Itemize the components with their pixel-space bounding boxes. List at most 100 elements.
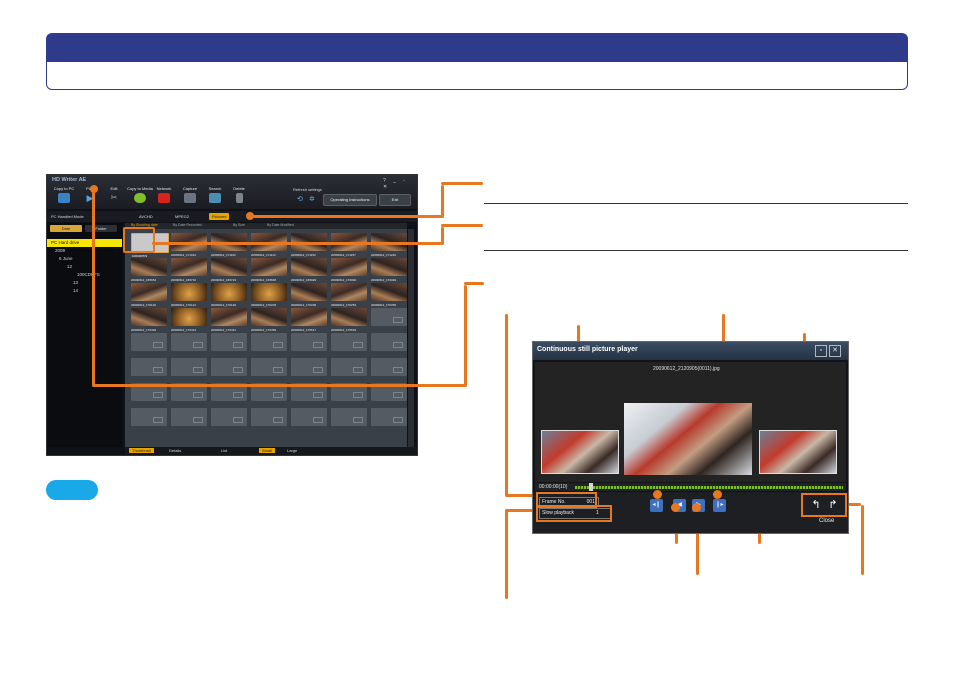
thumbnail[interactable]: 20090612_170359 (371, 283, 407, 307)
sort-by-date-modified[interactable]: By Date Modified (267, 223, 294, 227)
toolbar-network[interactable]: Network (151, 186, 177, 203)
timeline-slider-knob[interactable] (589, 483, 593, 491)
list-view-button[interactable]: List (221, 448, 228, 453)
date-button[interactable]: Date (50, 225, 82, 232)
window-controls[interactable]: ? _ ▫ ✕ (383, 178, 409, 190)
step-forward-button[interactable]: ❙▸ (713, 499, 726, 512)
rotate-left-button[interactable]: ↰ (809, 498, 823, 512)
thumbnail[interactable]: 20090612_170239 (291, 283, 327, 307)
thumbnail[interactable]: 20090612_165724 (211, 258, 247, 282)
thumbnail[interactable]: 20090612_170533 (331, 308, 367, 332)
rotate-right-icon: ↱ (828, 499, 838, 511)
thumbnail-view-button[interactable]: Thumbnail (129, 448, 154, 453)
divider (484, 203, 908, 204)
callout-line (505, 510, 508, 599)
close-icon[interactable]: ✕ (829, 345, 841, 357)
thumbnail-label: 20090612_165724 (211, 278, 237, 282)
thumbnail[interactable]: 20090612_165848 (251, 258, 287, 282)
thumbnail[interactable]: 20090612_170441 (211, 308, 247, 332)
slow-playback-value: 1 (596, 510, 599, 516)
thumbnail[interactable]: 20090612_170517 (291, 308, 327, 332)
toolbar-search[interactable]: Search (202, 186, 228, 203)
operating-instructions-button[interactable]: Operating Instructions (323, 194, 377, 206)
thumbnail[interactable]: 20090612_165654 (131, 258, 167, 282)
trash-icon (235, 193, 243, 203)
folder-button[interactable]: Folder (85, 225, 117, 232)
callout-line (92, 384, 466, 387)
tree-item-2009[interactable]: 2009 (55, 248, 66, 253)
rotate-right-button[interactable]: ↱ (826, 498, 840, 512)
tree-item-12[interactable]: 12 (67, 264, 73, 269)
details-view-button[interactable]: Details (169, 448, 182, 453)
thumbnail[interactable]: 20090612_165710 (171, 258, 207, 282)
toolbar-copy-to-pc[interactable]: Copy to PC (51, 186, 77, 203)
thumbnail[interactable]: 20090612_170102 (131, 283, 167, 307)
close-button[interactable]: Close (819, 518, 835, 524)
empty-thumbnail-slot (211, 333, 247, 351)
app-screenshot: HD Writer AE ? _ ▫ ✕ Copy to PC Play▶ Ed… (46, 174, 418, 456)
empty-thumbnail-slot (371, 408, 407, 426)
step-forward-icon: ❙▸ (715, 502, 724, 508)
app-title: HD Writer AE (52, 177, 87, 183)
thumbnail[interactable]: 20090612_170203 (251, 283, 287, 307)
thumbnail[interactable]: 20090612_170404 (131, 308, 167, 332)
toolbar-delete[interactable]: Delete (226, 186, 252, 203)
empty-thumbnail-slot (131, 383, 167, 401)
sort-by-date-recorded[interactable]: By Date Recorded (173, 223, 202, 227)
tree-item-13[interactable]: 13 (73, 280, 79, 285)
toolbar-edit[interactable]: Edit✂ (101, 186, 127, 203)
frame-number-label: Frame No. (542, 499, 566, 505)
callout-line (464, 282, 484, 285)
youtube-icon (158, 193, 170, 203)
app-toolbar: HD Writer AE ? _ ▫ ✕ Copy to PC Play▶ Ed… (47, 175, 417, 209)
tab-pc-handled-mode[interactable]: PC Handled Mode (51, 214, 84, 219)
tree-item-100cdpfs[interactable]: 100CDPFS (77, 272, 100, 277)
thumbnail-label: 20090612_171113 (251, 253, 276, 257)
thumbnail-scrollbar[interactable] (408, 229, 414, 447)
toolbar-capture[interactable]: Capture (177, 186, 203, 203)
gear-icon[interactable]: ✲ (309, 196, 315, 203)
thumbnail[interactable]: 20090612_165929 (291, 258, 327, 282)
empty-thumbnail-slot (331, 358, 367, 376)
previous-frame[interactable] (541, 430, 619, 474)
header-bar (46, 33, 908, 61)
toolbar-copy-to-media[interactable]: Copy to Media (127, 186, 153, 203)
thumbnail-label: 20090612_170404 (131, 328, 157, 332)
callout-dot (246, 212, 254, 220)
empty-thumbnail-slot (371, 383, 407, 401)
tab-mpeg2[interactable]: MPEG2 (175, 214, 190, 219)
tree-item-pc-hard-drive[interactable]: PC Hard drive (47, 239, 122, 247)
empty-thumbnail-slot (251, 333, 287, 351)
thumbnail[interactable]: 20090612_170002 (331, 258, 367, 282)
sort-by-shooting-date[interactable]: By Shooting date (131, 223, 158, 227)
disc-icon (134, 193, 146, 203)
thumbnail-label: 20090612_170239 (291, 303, 317, 307)
refresh-icon[interactable]: ⟲ (297, 196, 303, 203)
restore-icon[interactable]: ▫ (815, 345, 827, 357)
large-size-button[interactable]: Large (287, 448, 298, 453)
folder-tree: PC Hard drive 2009 6 June 12 100CDPFS 13… (47, 239, 122, 295)
small-size-button[interactable]: Small (259, 448, 276, 453)
folder-pane: Date Folder PC Hard drive 2009 6 June 12… (47, 223, 122, 447)
tree-item-june[interactable]: 6 June (59, 256, 73, 261)
tree-item-14[interactable]: 14 (73, 288, 79, 293)
divider (484, 250, 908, 251)
thumbnail[interactable]: 20090612_170253 (331, 283, 367, 307)
sort-by-size[interactable]: By Size (233, 223, 245, 227)
thumbnail[interactable]: 20090612_170114 (171, 283, 207, 307)
next-frame[interactable] (759, 430, 837, 474)
thumbnail[interactable]: 20090612_170049 (371, 258, 407, 282)
timeline-bar[interactable] (575, 486, 843, 489)
thumbnail-label: 20090612_170459 (251, 328, 277, 332)
toolbar-label: Copy to Media (127, 186, 153, 191)
thumbnail[interactable]: 20090612_170413 (171, 308, 207, 332)
thumbnail[interactable]: 20090612_170459 (251, 308, 287, 332)
slow-playback-highlight (536, 505, 612, 522)
tab-avchd[interactable]: AVCHD (139, 214, 153, 219)
step-back-button[interactable]: ◂❙ (650, 499, 663, 512)
tab-pictures[interactable]: Pictures (209, 213, 230, 220)
thumbnail[interactable]: 20090612_170146 (211, 283, 247, 307)
exit-button[interactable]: Exit (379, 194, 411, 206)
empty-thumbnail-slot (331, 408, 367, 426)
play-icon: ▶ (86, 193, 94, 203)
